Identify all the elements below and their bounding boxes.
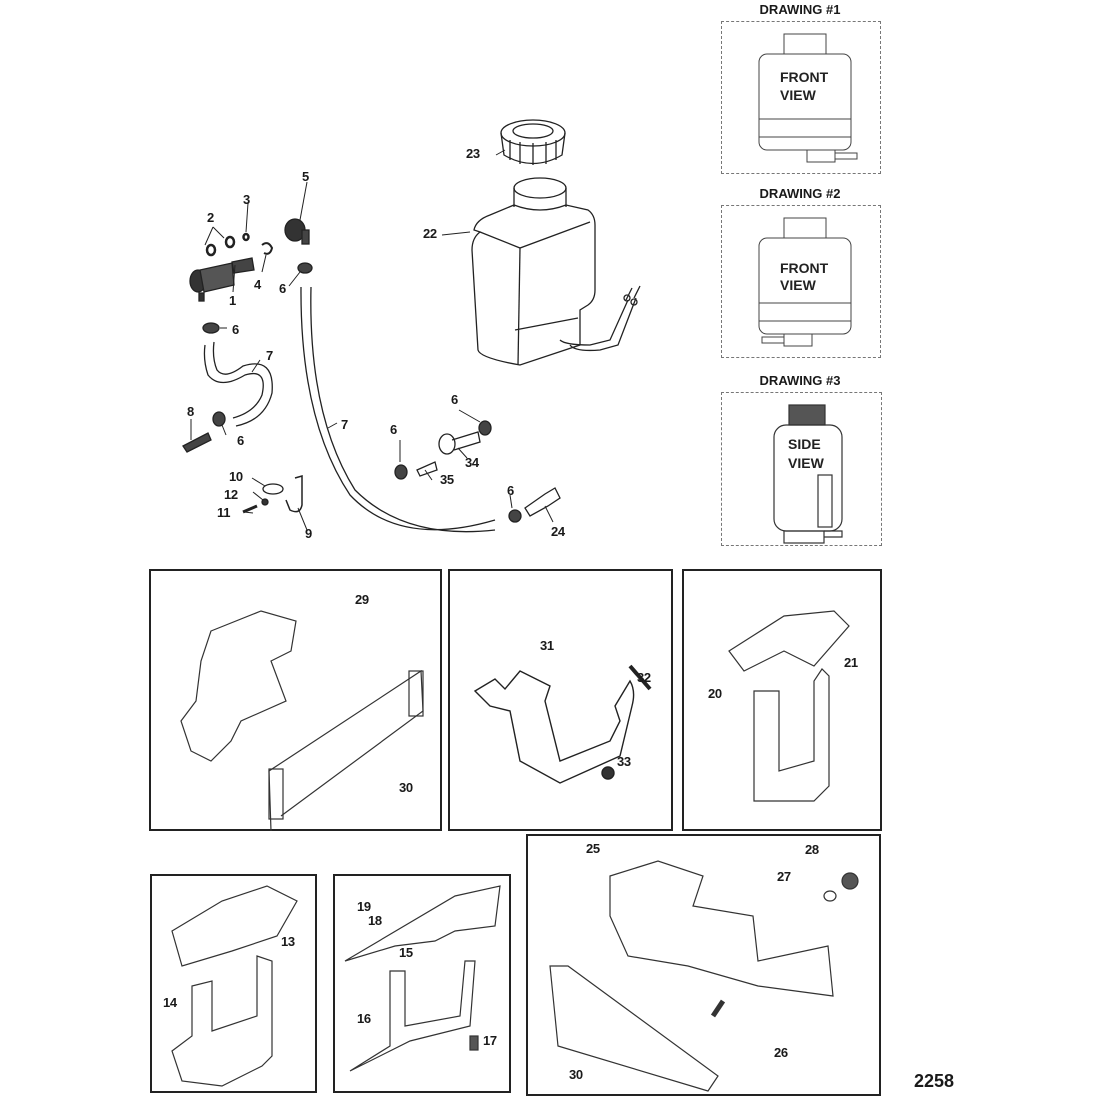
drawing-2-panel: FRONT VIEW (721, 205, 881, 358)
bracket-kit-panel-20-21 (682, 569, 882, 831)
callout-31: 31 (540, 638, 554, 653)
fluid-reservoir[interactable] (471, 177, 641, 366)
callout-6: 6 (237, 433, 244, 448)
j-clip-part-9[interactable] (285, 475, 303, 513)
drawing-2-title: DRAWING #2 (759, 186, 841, 201)
callout-7: 7 (341, 417, 348, 432)
fitting-part-1[interactable] (189, 257, 255, 302)
drawing-3-panel: SIDE VIEW (721, 392, 882, 546)
callout-27: 27 (777, 869, 791, 884)
callout-26: 26 (774, 1045, 788, 1060)
callout-12: 12 (224, 487, 238, 502)
drawing-3-view-line2: VIEW (788, 455, 825, 471)
hose-part-7-long[interactable] (300, 286, 496, 533)
callout-29: 29 (355, 592, 369, 607)
drawing-1-view-line2: VIEW (780, 87, 817, 103)
callout-8: 8 (187, 404, 194, 419)
drawing-2-view-line2: VIEW (780, 277, 817, 293)
bracket-kit-panel-13-14 (150, 874, 317, 1093)
bracket-kit-panel-25-30 (526, 834, 881, 1096)
callout-14: 14 (163, 995, 177, 1010)
bracket-kit-panel-15-19 (333, 874, 511, 1093)
callout-15: 15 (399, 945, 413, 960)
callout-3: 3 (243, 192, 250, 207)
fitting-part-24[interactable] (524, 487, 561, 517)
screw-part-11[interactable] (242, 504, 258, 514)
callout-16: 16 (357, 1011, 371, 1026)
reservoir-cap[interactable] (500, 119, 566, 165)
clamp-part-10[interactable] (262, 483, 284, 495)
drawing-3-title: DRAWING #3 (759, 373, 841, 388)
fitting-part-8[interactable] (182, 432, 212, 453)
retaining-ring-part-4[interactable] (261, 242, 274, 255)
callout-18: 18 (368, 913, 382, 928)
callout-25: 25 (586, 841, 600, 856)
callout-13: 13 (281, 934, 295, 949)
callout-24: 24 (551, 524, 565, 539)
leader-lines (190, 149, 554, 531)
bracket-kit-panel-31-33 (448, 569, 673, 831)
elbow-fitting-part-5[interactable] (284, 218, 310, 245)
callout-20: 20 (708, 686, 722, 701)
callout-6: 6 (232, 322, 239, 337)
callout-4: 4 (254, 277, 261, 292)
callout-34: 34 (465, 455, 479, 470)
callout-30: 30 (569, 1067, 583, 1082)
drawing-1-title: DRAWING #1 (759, 2, 841, 17)
drawing-1-panel: FRONT VIEW (721, 21, 881, 174)
fitting-part-35[interactable] (416, 461, 438, 477)
callout-1: 1 (229, 293, 236, 308)
hose-clamps-part-6[interactable] (202, 262, 522, 523)
drawing-3-view-line1: SIDE (788, 436, 821, 452)
callout-10: 10 (229, 469, 243, 484)
callout-6: 6 (451, 392, 458, 407)
drawing-1-view-line1: FRONT (780, 69, 829, 85)
callout-19: 19 (357, 899, 371, 914)
callout-7: 7 (266, 348, 273, 363)
callout-2: 2 (207, 210, 214, 225)
callout-6: 6 (507, 483, 514, 498)
callout-22: 22 (423, 226, 437, 241)
callout-17: 17 (483, 1033, 497, 1048)
page-number: 2258 (914, 1071, 955, 1091)
callout-30: 30 (399, 780, 413, 795)
callout-32: 32 (637, 670, 651, 685)
callout-9: 9 (305, 526, 312, 541)
o-rings-part-2[interactable] (205, 232, 250, 257)
washer-part-12[interactable] (261, 498, 269, 506)
callout-23: 23 (466, 146, 480, 161)
callout-33: 33 (617, 754, 631, 769)
callout-35: 35 (440, 472, 454, 487)
drawing-2-view-line1: FRONT (780, 260, 829, 276)
bracket-kit-panel-29-30 (149, 569, 442, 832)
callout-21: 21 (844, 655, 858, 670)
callout-28: 28 (805, 842, 819, 857)
callout-6: 6 (390, 422, 397, 437)
callout-11: 11 (217, 505, 231, 520)
callout-6: 6 (279, 281, 286, 296)
fitting-part-34[interactable] (438, 431, 481, 455)
callout-5: 5 (302, 169, 309, 184)
hose-part-7-short[interactable] (203, 341, 273, 427)
